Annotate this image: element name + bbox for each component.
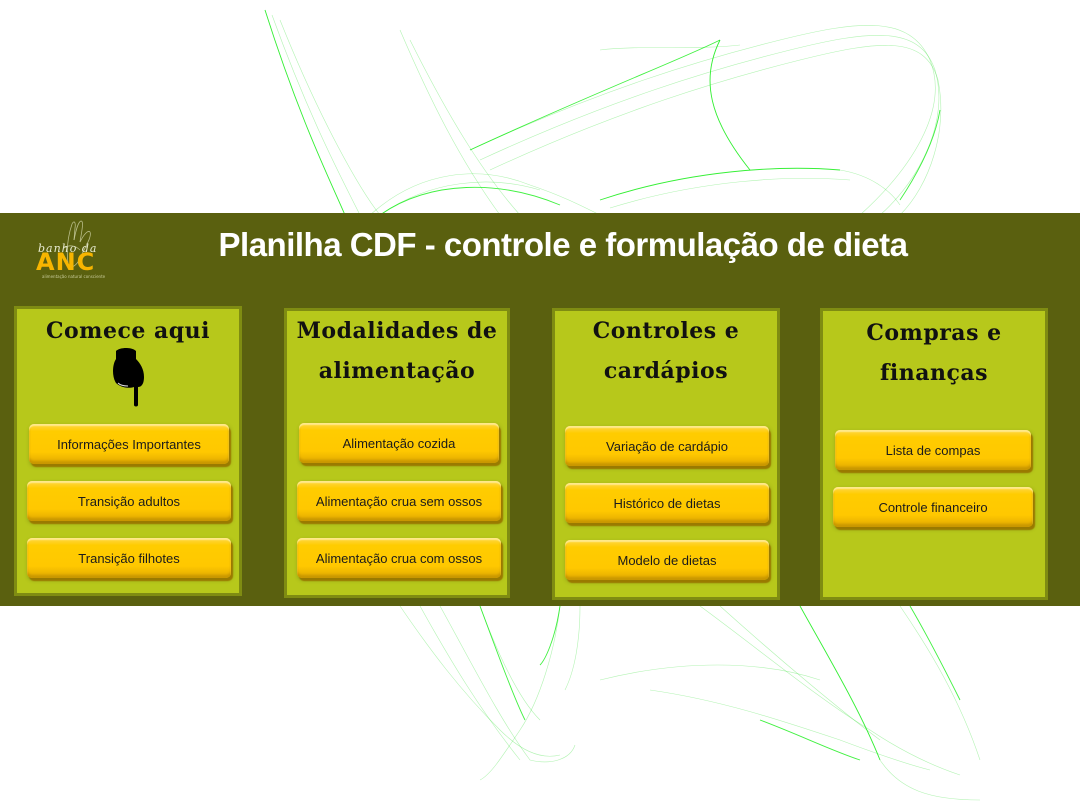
informacoes-importantes-button[interactable]: Informações Importantes xyxy=(29,424,229,464)
section-title-second-line: cardápios xyxy=(555,351,777,391)
section-title: Modalidades de xyxy=(287,311,507,351)
transicao-filhotes-button[interactable]: Transição filhotes xyxy=(27,538,231,578)
hands-logo-icon xyxy=(63,220,91,268)
alimentacao-crua-sem-ossos-button[interactable]: Alimentação crua sem ossos xyxy=(297,481,501,521)
section-title-second-line: alimentação xyxy=(287,351,507,391)
section-title: Comece aqui xyxy=(17,311,239,351)
section-title-line-2: cardápios xyxy=(603,358,729,384)
section-title: Compras e xyxy=(823,313,1045,353)
section-compras-financas: Compras e finanças Lista de compas Contr… xyxy=(820,308,1048,600)
section-title-line-2: finanças xyxy=(879,360,989,386)
section-title-line-1: Compras e xyxy=(866,320,1002,346)
lista-compras-button[interactable]: Lista de compas xyxy=(835,430,1031,470)
section-controles-cardapios: Controles e cardápios Variação de cardáp… xyxy=(552,308,780,600)
logo-main-text: ANC xyxy=(36,248,96,276)
variacao-cardapio-button[interactable]: Variação de cardápio xyxy=(565,426,769,466)
wave-bottom-right xyxy=(599,605,981,801)
logo-script-text: banho da xyxy=(38,242,98,255)
section-title-line-1: Controles e xyxy=(592,318,740,344)
wave-top-right xyxy=(469,25,941,216)
section-comece-aqui: Comece aqui Informações Importantes Tran… xyxy=(14,306,242,596)
section-title: Controles e xyxy=(555,311,777,351)
section-title-line: Comece aqui xyxy=(45,318,210,344)
alimentacao-cozida-button[interactable]: Alimentação cozida xyxy=(299,423,499,463)
logo-tagline: alimentação natural consciente xyxy=(42,274,106,279)
historico-dietas-button[interactable]: Histórico de dietas xyxy=(565,483,769,523)
page-title: Planilha CDF - controle e formulação de … xyxy=(218,226,908,263)
section-modalidades-alimentacao: Modalidades de alimentação Alimentação c… xyxy=(284,308,510,598)
alimentacao-crua-com-ossos-button[interactable]: Alimentação crua com ossos xyxy=(297,538,501,578)
anc-logo[interactable]: banho da ANC alimentação natural conscie… xyxy=(30,218,110,280)
controle-financeiro-button[interactable]: Controle financeiro xyxy=(833,487,1033,527)
transicao-adultos-button[interactable]: Transição adultos xyxy=(27,481,231,521)
wave-bottom-left xyxy=(399,605,581,781)
section-title-second-line: finanças xyxy=(823,353,1045,393)
modelo-dietas-button[interactable]: Modelo de dietas xyxy=(565,540,769,580)
section-title-line-2: alimentação xyxy=(318,358,476,384)
pointing-hand-down-icon xyxy=(113,348,144,407)
section-title-line-1: Modalidades de xyxy=(296,318,498,344)
wave-top-left xyxy=(264,9,601,216)
